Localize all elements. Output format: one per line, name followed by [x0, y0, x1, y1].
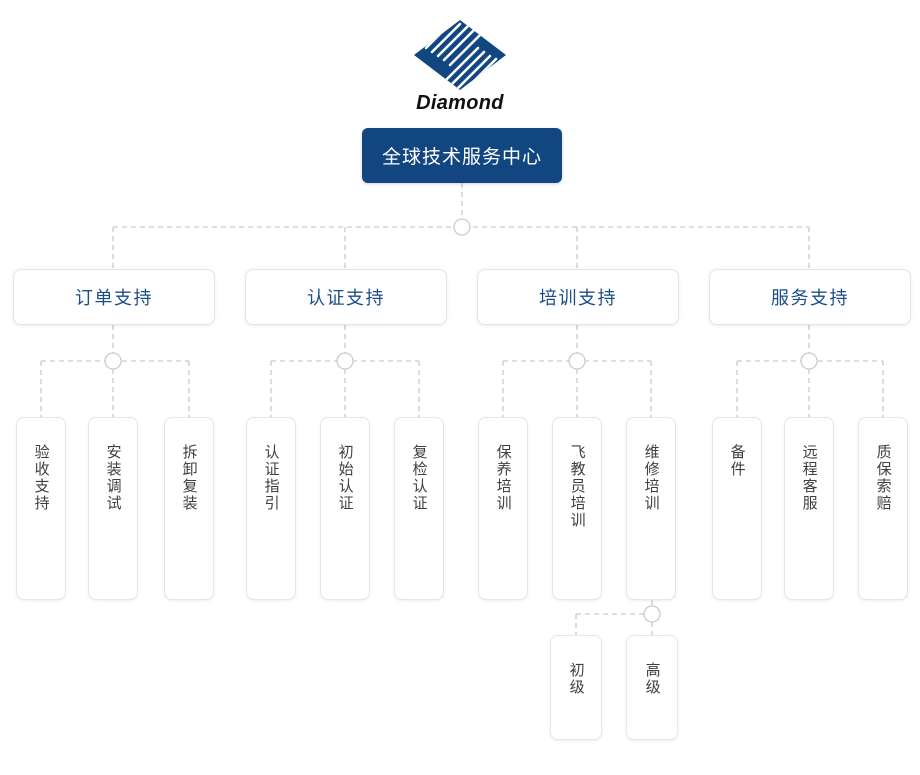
- node-branch-3[interactable]: 培训支持: [477, 269, 679, 325]
- hub-node-branch-3: [568, 352, 586, 370]
- node-branch-1[interactable]: 订单支持: [13, 269, 215, 325]
- node-branch-3-child-3-sub-2[interactable]: 高级: [626, 635, 678, 740]
- node-branch-1-child-2[interactable]: 安装调试: [88, 417, 138, 600]
- node-branch-2-child-3-label: 复检认证: [410, 444, 428, 512]
- node-branch-3-child-3-sub-2-label: 高级: [643, 662, 661, 696]
- node-branch-3-child-1-label: 保养培训: [494, 444, 512, 512]
- diamond-logo-icon: [414, 20, 506, 90]
- node-branch-4-child-2-label: 远程客服: [800, 444, 818, 512]
- node-branch-2-child-1[interactable]: 认证指引: [246, 417, 296, 600]
- node-branch-1-child-1[interactable]: 验收支持: [16, 417, 66, 600]
- node-branch-3-child-3-sub-1[interactable]: 初级: [550, 635, 602, 740]
- node-branch-1-child-3[interactable]: 拆卸复装: [164, 417, 214, 600]
- node-branch-1-child-3-label: 拆卸复装: [180, 444, 198, 512]
- node-branch-3-child-2[interactable]: 飞教员培训: [552, 417, 602, 600]
- hub-node-root: [453, 218, 471, 236]
- node-branch-2-child-2-label: 初始认证: [336, 444, 354, 512]
- node-branch-1-child-2-label: 安装调试: [104, 444, 122, 512]
- hub-node-branch-1: [104, 352, 122, 370]
- node-branch-1-child-1-label: 验收支持: [32, 444, 50, 512]
- node-branch-3-child-3[interactable]: 维修培训: [626, 417, 676, 600]
- node-branch-4-child-1-label: 备件: [728, 444, 746, 478]
- node-branch-2[interactable]: 认证支持: [245, 269, 447, 325]
- node-branch-2-label: 认证支持: [307, 288, 385, 308]
- hub-node-branch-3-3: [643, 605, 661, 623]
- node-branch-3-label: 培训支持: [539, 288, 617, 308]
- brand-logo: Diamond: [400, 18, 520, 118]
- node-branch-4-label: 服务支持: [771, 288, 849, 308]
- node-branch-4-child-2[interactable]: 远程客服: [784, 417, 834, 600]
- node-branch-2-child-3[interactable]: 复检认证: [394, 417, 444, 600]
- node-root-label: 全球技术服务中心: [381, 147, 542, 168]
- hub-node-branch-2: [336, 352, 354, 370]
- node-branch-2-child-2[interactable]: 初始认证: [320, 417, 370, 600]
- node-branch-3-child-2-label: 飞教员培训: [568, 444, 586, 529]
- node-root[interactable]: 全球技术服务中心: [362, 128, 562, 183]
- node-branch-4[interactable]: 服务支持: [709, 269, 911, 325]
- node-branch-3-child-3-sub-1-label: 初级: [567, 662, 585, 696]
- hub-node-branch-4: [800, 352, 818, 370]
- node-branch-2-child-1-label: 认证指引: [262, 444, 280, 512]
- node-branch-4-child-1[interactable]: 备件: [712, 417, 762, 600]
- node-branch-3-child-3-label: 维修培训: [642, 444, 660, 512]
- node-branch-4-child-3[interactable]: 质保索赔: [858, 417, 908, 600]
- node-branch-4-child-3-label: 质保索赔: [874, 444, 892, 512]
- node-branch-1-label: 订单支持: [75, 288, 153, 308]
- node-branch-3-child-1[interactable]: 保养培训: [478, 417, 528, 600]
- brand-wordmark: Diamond: [416, 92, 504, 114]
